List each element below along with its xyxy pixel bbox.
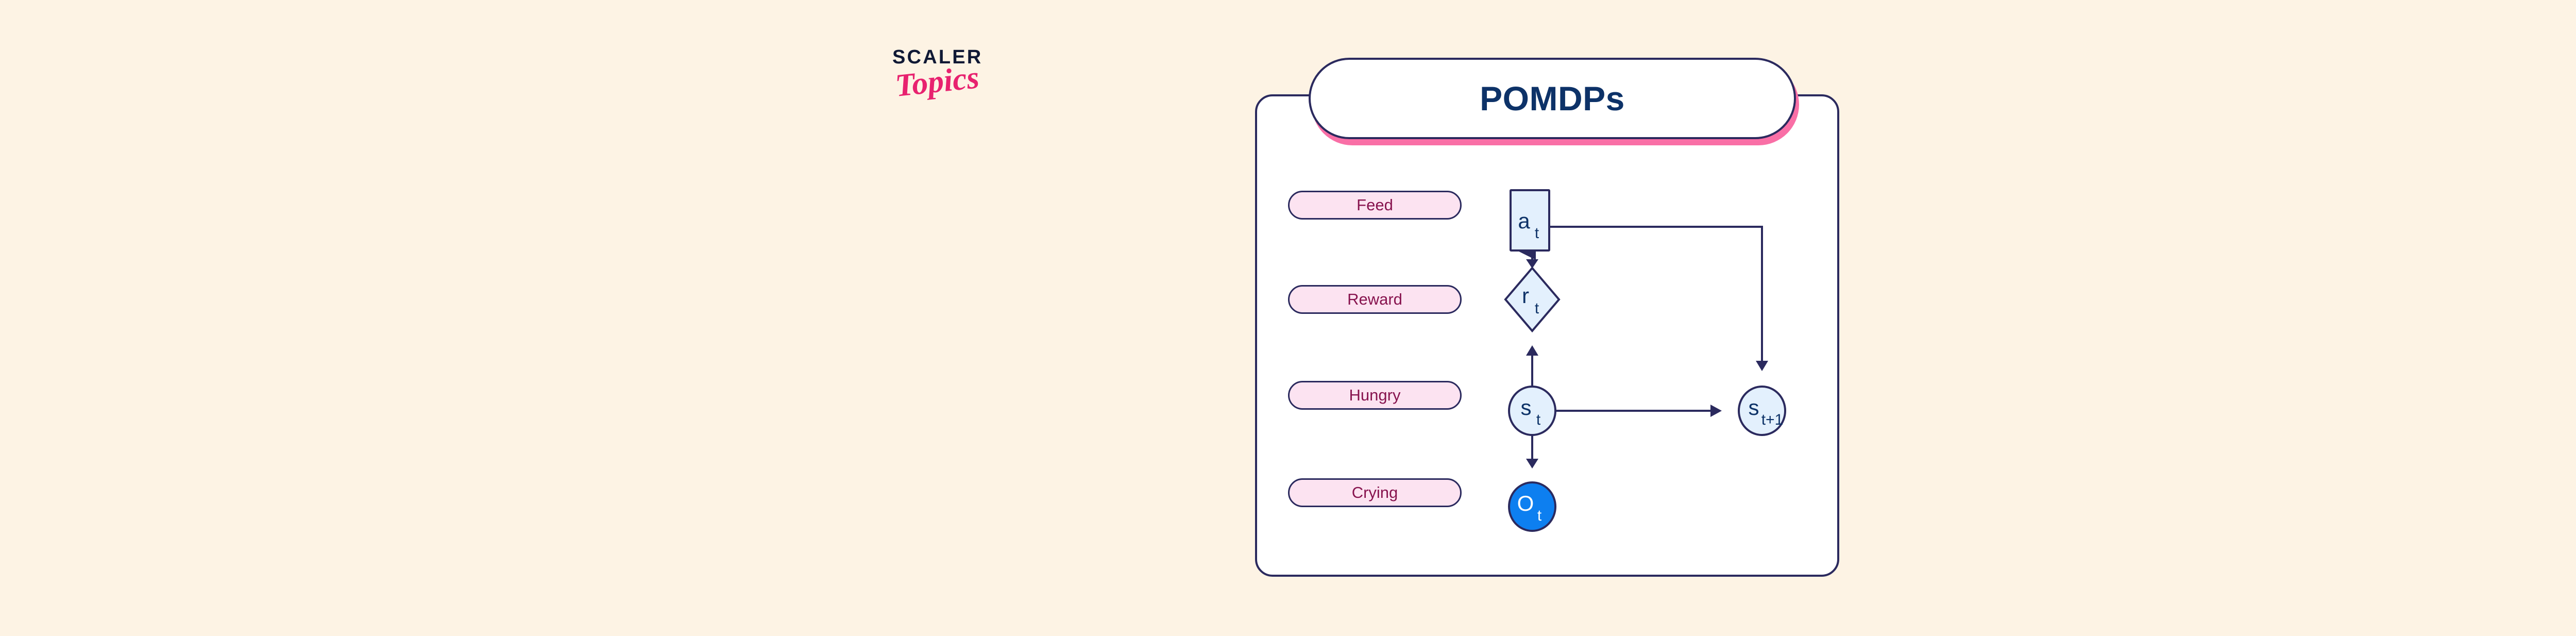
title-banner: POMDPs (1309, 58, 1796, 139)
scaler-topics-logo: SCALER Topics (892, 47, 1047, 135)
legend-pill-feed: Feed (1288, 191, 1462, 220)
legend-pill-hungry: Hungry (1288, 381, 1462, 410)
legend-pill-label: Hungry (1349, 386, 1401, 404)
legend-pill-label: Feed (1357, 196, 1393, 214)
legend-pill-label: Crying (1351, 483, 1398, 501)
page-title: POMDPs (1480, 79, 1625, 118)
logo-primary-text: SCALER (892, 46, 983, 68)
legend-pill-crying: Crying (1288, 478, 1462, 507)
legend-pill-reward: Reward (1288, 285, 1462, 314)
legend-pill-label: Reward (1347, 290, 1402, 308)
